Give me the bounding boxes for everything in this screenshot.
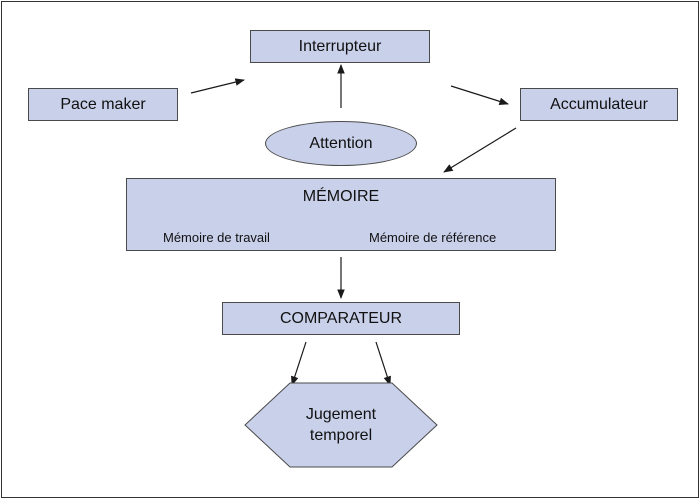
pace-maker-box: Pace maker xyxy=(28,88,178,121)
arrow-accumulateur-to-memoire xyxy=(443,127,517,173)
memoire-box: MÉMOIRE Mémoire de travail Mémoire de ré… xyxy=(126,178,556,251)
memoire-reference-label: Mémoire de référence xyxy=(369,230,497,245)
memoire-title: MÉMOIRE xyxy=(302,188,380,205)
comparateur-box: COMPARATEUR xyxy=(222,302,460,335)
accumulateur-box: Accumulateur xyxy=(520,88,678,121)
memoire-travail-label: Mémoire de travail xyxy=(163,230,270,245)
arrow-interrupteur-to-accumulateur xyxy=(450,85,509,106)
arrow-comparateur-to-jugement-right xyxy=(375,341,391,386)
arrow-comparateur-to-jugement-left xyxy=(291,341,307,386)
interrupteur-box: Interrupteur xyxy=(250,30,430,63)
pace-maker-label: Pace maker xyxy=(60,95,146,113)
arrow-pacemaker-to-interrupteur xyxy=(190,78,245,94)
attention-ellipse: Attention xyxy=(265,121,417,166)
attention-label: Attention xyxy=(309,134,373,152)
comparateur-label: COMPARATEUR xyxy=(279,309,403,327)
interrupteur-label: Interrupteur xyxy=(298,37,382,55)
accumulateur-label: Accumulateur xyxy=(550,95,648,113)
jugement-label-line1: Jugement xyxy=(305,406,377,423)
jugement-label-line2: temporel xyxy=(309,427,373,444)
hexagon-shape xyxy=(244,382,438,468)
jugement-temporel-hexagon: Jugement temporel xyxy=(244,382,438,468)
